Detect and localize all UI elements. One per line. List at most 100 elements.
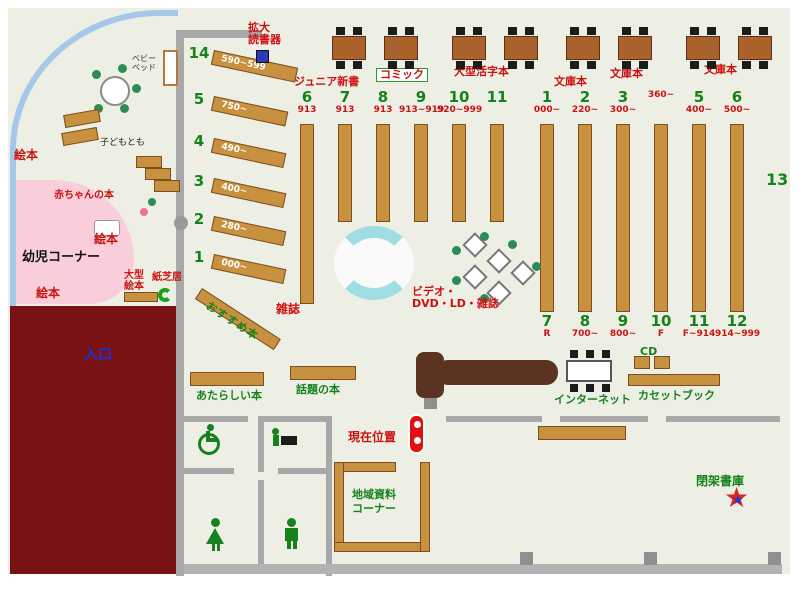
shelf-number: 7 [541, 312, 553, 330]
shelf-range: 360~ [647, 90, 675, 100]
wall-toilet-mid-b [278, 468, 328, 474]
fan-shelf-number: 4 [193, 132, 205, 150]
chair [622, 61, 631, 69]
chair-dot [452, 246, 461, 255]
female-icon-leg [212, 544, 215, 551]
female-toilet-icon [206, 518, 226, 552]
chair [525, 27, 534, 35]
current-position-label: 現在位置 [348, 430, 397, 444]
shelf-range: 913 [335, 105, 355, 115]
kodomo-label: 子どもとも [100, 138, 145, 148]
chair-dot [132, 84, 141, 93]
round-table [100, 76, 130, 106]
stool-dot [148, 198, 156, 206]
small-shelf [124, 292, 158, 302]
chiiki-counter-bottom [334, 542, 430, 552]
table [384, 36, 418, 60]
fan-shelf-number: 14 [188, 44, 210, 62]
chair [388, 27, 397, 35]
chair [525, 61, 534, 69]
shelf-number: 9 [415, 88, 427, 106]
large-print-label: 大型活字本 [454, 65, 509, 78]
marker-dot [414, 437, 421, 444]
large-picture-books-label: 大型 絵本 [124, 270, 144, 292]
chair [639, 61, 648, 69]
wall-vertical-main [176, 30, 184, 576]
reading-table-group [332, 27, 366, 69]
current-position-marker [408, 414, 425, 454]
kamishibai-label: 紙芝居 [152, 272, 182, 283]
cassette-label: カセットブック [638, 389, 715, 402]
shelf-range: R [543, 329, 551, 339]
shelf-range: 800~ [609, 329, 637, 339]
baby-changing-icon [272, 424, 300, 448]
fan-shelf-number: 1 [193, 248, 205, 266]
chair [405, 27, 414, 35]
table [738, 36, 772, 60]
shelf-number: 11 [688, 312, 710, 330]
cd-rack [654, 356, 670, 369]
female-icon-dress [206, 528, 224, 544]
chair-dot [120, 104, 129, 113]
male-icon-head [287, 518, 296, 527]
kids-corner-label: 幼児コーナー [22, 250, 101, 265]
chair [602, 350, 610, 358]
new-books-shelf [190, 372, 264, 386]
shelf-range: 914~999 [715, 329, 761, 339]
chair-dot [92, 70, 101, 79]
baby-books-label: 赤ちゃんの本 [54, 190, 114, 201]
chair [456, 61, 465, 69]
chair [622, 27, 631, 35]
wall-toilet-div-a [258, 416, 264, 472]
reading-table-group [452, 27, 486, 69]
fan-shelf-number: 2 [193, 210, 205, 228]
internet-table [566, 360, 612, 382]
chair [742, 61, 751, 69]
bunko-label: 文庫本 [610, 67, 643, 80]
magazine-label: 雑誌 [276, 302, 301, 316]
baby-bed-label-line1: ベビー [132, 54, 156, 63]
wall-right-c [666, 416, 780, 422]
magnifier-device-icon [256, 50, 269, 63]
step-bench [136, 156, 162, 168]
wall-right-a [446, 416, 542, 422]
chair [473, 27, 482, 35]
pillar [768, 552, 781, 565]
shelf-number: 12 [726, 312, 748, 330]
small-table [94, 220, 120, 236]
chiiki-label-line1: 地域資料 [352, 488, 396, 501]
chiiki-label: 地域資料 コーナー [352, 488, 396, 516]
shelf-number: 10 [650, 312, 672, 330]
shelf-range: 913 [297, 105, 317, 115]
table [452, 36, 486, 60]
bookshelf-column [490, 124, 504, 222]
chair [742, 27, 751, 35]
magnifier-line1: 拡大 [248, 21, 270, 34]
wall-right-b [560, 416, 648, 422]
bookshelf-column [300, 124, 314, 304]
shelf-range: 920~999 [437, 105, 483, 115]
reading-table-group [504, 27, 538, 69]
shelf-number: 2 [579, 88, 591, 106]
entrance-block [10, 306, 178, 574]
shelf-range: 000~ [533, 105, 561, 115]
pillar-round [174, 216, 188, 230]
table [566, 36, 600, 60]
magnifier-reader-label: 拡大 読書器 [248, 22, 281, 46]
shelf-number: 6 [301, 88, 313, 106]
chair [336, 27, 345, 35]
picture-books-label: 絵本 [94, 232, 119, 246]
shelf-range: F~914 [682, 329, 716, 339]
shelf-range: 300~ [609, 105, 637, 115]
chair [690, 27, 699, 35]
kamishibai-stand [158, 288, 172, 302]
chair [690, 61, 699, 69]
